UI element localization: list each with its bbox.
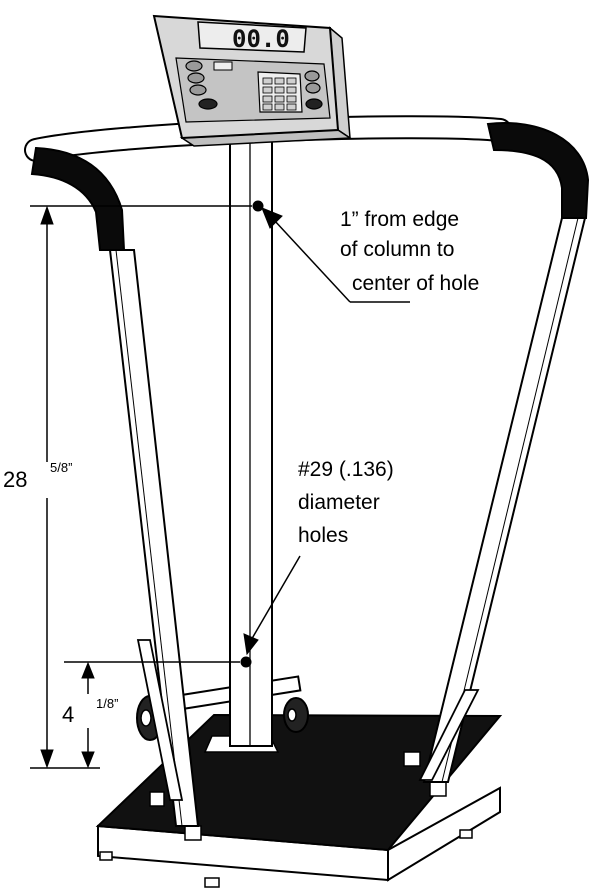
keypad-key[interactable]	[262, 86, 273, 94]
dimension-lines	[30, 205, 410, 769]
right-key-3[interactable]	[305, 98, 323, 110]
foot	[204, 877, 220, 888]
top-height-whole: 28	[3, 467, 27, 492]
keypad-key[interactable]	[274, 86, 285, 94]
bottom-height-whole: 4	[62, 702, 74, 727]
edge-note-line-2: of column to	[340, 238, 454, 261]
keypad-key[interactable]	[262, 77, 273, 85]
left-key-3[interactable]	[189, 84, 207, 96]
keypad-key[interactable]	[274, 95, 285, 103]
top-height-fraction: 5/8”	[50, 460, 72, 475]
keypad-key[interactable]	[286, 86, 297, 94]
rail-bracket	[403, 751, 421, 767]
foot	[99, 851, 113, 861]
keypad-key[interactable]	[286, 95, 297, 103]
indicator-head: 00.0	[152, 14, 353, 147]
keypad-key[interactable]	[262, 95, 273, 103]
right-key-2[interactable]	[305, 82, 321, 94]
upper-mounting-hole	[252, 200, 264, 212]
keypad-key[interactable]	[262, 103, 273, 111]
right-handle-grip	[486, 122, 590, 219]
keypad-key[interactable]	[274, 77, 285, 85]
keypad-key[interactable]	[274, 103, 285, 111]
keypad-key[interactable]	[286, 103, 297, 111]
display-readout: 00.0	[232, 25, 290, 53]
foot	[459, 829, 473, 839]
rail-bracket	[184, 825, 202, 841]
keypad-keys	[262, 77, 297, 111]
right-key-1[interactable]	[304, 70, 320, 82]
edge-note-line-1: 1” from edge	[340, 208, 459, 231]
left-handle-grip	[30, 146, 126, 251]
center-column	[229, 131, 273, 747]
bottom-height-fraction: 1/8”	[96, 696, 118, 711]
unit-label-strip	[213, 61, 233, 71]
left-key-1[interactable]	[185, 60, 203, 72]
lcd-display	[197, 21, 307, 53]
rail-bracket	[429, 781, 447, 797]
rail-bracket	[149, 791, 165, 807]
hole-note-line-2: diameter	[298, 491, 380, 514]
power-key[interactable]	[198, 98, 218, 110]
left-key-2[interactable]	[187, 72, 205, 84]
hole-note-line-1: #29 (.136)	[298, 458, 394, 481]
hole-note-line-3: holes	[298, 524, 348, 547]
lower-mounting-hole	[240, 656, 252, 668]
edge-note-line-3: center of hole	[352, 272, 479, 295]
keypad-key[interactable]	[286, 77, 297, 85]
